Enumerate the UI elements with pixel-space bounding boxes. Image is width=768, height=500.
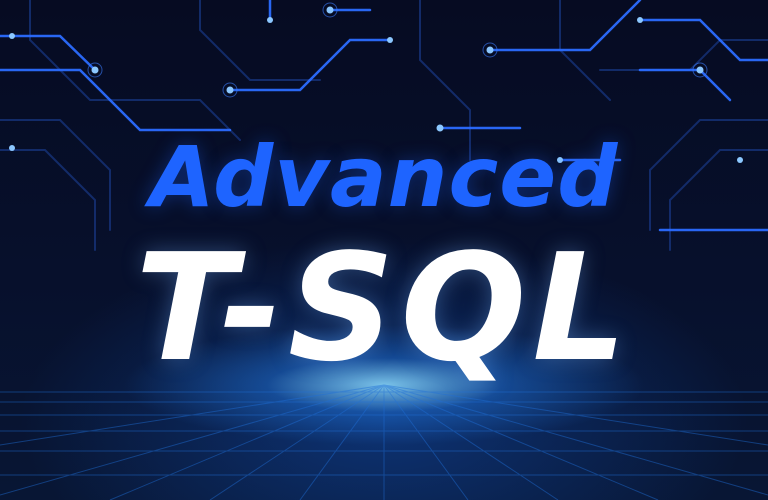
title-advanced: Advanced — [149, 128, 619, 226]
title-tsql: T-SQL — [135, 222, 633, 394]
